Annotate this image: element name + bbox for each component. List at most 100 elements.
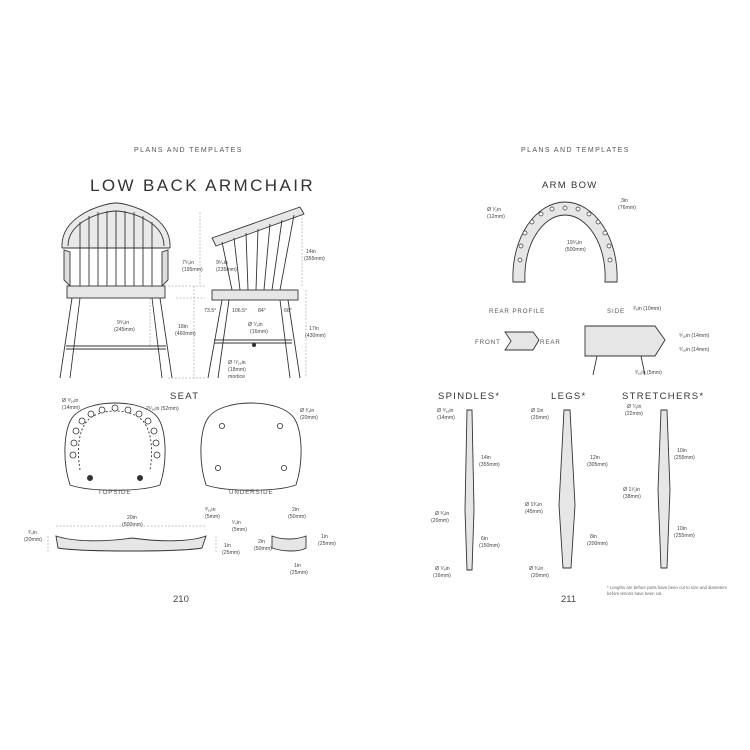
dim-leg-height: 17in: [309, 326, 319, 332]
dim-side-front: 2in: [258, 539, 265, 545]
rear-profile: [504, 331, 540, 351]
spindles-title: SPINDLES*: [438, 391, 501, 402]
dim-bow-hole: Ø ¹⁄₂in: [487, 207, 501, 213]
dim-spindle-upper: 14in: [481, 455, 491, 461]
page-210: PLANS AND TEMPLATES LOW BACK ARMCHAIR SE…: [24, 147, 336, 605]
running-header: PLANS AND TEMPLATES: [134, 147, 243, 154]
dim-side-depth-mm: (25mm): [318, 541, 336, 547]
dim-back-height-mm: (195mm): [182, 267, 203, 273]
dim-bow-width-mm: (76mm): [618, 205, 636, 211]
dim-thickness: 1in: [224, 543, 231, 549]
seat-leg-holes: [214, 422, 287, 471]
dim-spindle-bottom-mm: (16mm): [433, 573, 451, 579]
dim-mortice-note: mortice: [228, 374, 245, 380]
dim-spindle-mid-mm: (20mm): [431, 518, 449, 524]
dim-spindle-hole: Ø ⁹⁄₁₆in: [62, 398, 79, 404]
seat-profile-front: [55, 535, 207, 552]
leg-part: [558, 409, 576, 569]
dim-spindle-top-mm: (14mm): [437, 415, 455, 421]
dim-spindle-mid: Ø ³⁄₄in: [435, 511, 449, 517]
dim-stretcher-mid: Ø 1¹⁄₂in: [623, 487, 640, 493]
left-drawings: 7⁵⁄₈in (195mm) 18in (460mm) 9⁵⁄₈in (245m…: [24, 202, 336, 576]
seat-underside: [200, 402, 302, 491]
dim-leg-bottom: Ø ³⁄₄in: [529, 566, 543, 572]
dim-side-top: ³⁄₈in (10mm): [633, 306, 662, 312]
dim-dish-depth: ³⁄₁₆in: [205, 507, 216, 513]
dim-stretcher-lower: 10in: [677, 526, 687, 532]
page-title: LOW BACK ARMCHAIR: [90, 176, 315, 195]
angle-2: 106.5°: [232, 308, 247, 314]
right-drawings: Ø ¹⁄₂in (12mm) 3in (76mm) 19⁵⁄₈in (500mm…: [431, 198, 710, 579]
dim-spindle-hole-mm: (14mm): [62, 405, 80, 411]
dim-leg-height-mm: (430mm): [305, 333, 326, 339]
rear-profile-title: REAR PROFILE: [489, 308, 546, 315]
dim-leg-lower: 8in: [590, 534, 597, 540]
rear-label: REAR: [540, 339, 561, 346]
dim-seat-height: 18in: [178, 324, 188, 330]
side-view-chair: [207, 206, 305, 379]
dim-mortice-dia: Ø ¹¹⁄₁₆in: [228, 360, 246, 366]
page-number: 211: [561, 594, 577, 605]
dim-leg-hole-mm: (20mm): [300, 415, 318, 421]
spindle-part: [464, 409, 475, 571]
seat-topside: [64, 402, 166, 491]
dim-stretcher-dia: Ø ⁵⁄₈in: [248, 322, 263, 328]
dim-leg-top-mm: (25mm): [531, 415, 549, 421]
dim-stretcher-end: Ø ⁷⁄₈in: [627, 404, 642, 410]
dim-arm-height-mm: (235mm): [216, 267, 237, 273]
angle-4: 66°: [284, 308, 292, 314]
dim-bow-length-mm: (500mm): [565, 247, 586, 253]
legs-title: LEGS*: [551, 391, 587, 402]
dim-side-width: 2in: [292, 507, 299, 513]
dim-edge-mm: (20mm): [24, 537, 42, 543]
dim-leg-top: Ø 1in: [531, 408, 544, 414]
dim-bow-hole-mm: (12mm): [487, 214, 505, 220]
dim-side-depth: 1in: [321, 534, 328, 540]
dim-stretcher-height-mm: (245mm): [114, 327, 135, 333]
dim-stretcher-height: 9⁵⁄₈in: [117, 320, 129, 326]
dim-stretcher-dia-mm: (16mm): [250, 329, 268, 335]
dim-bow-width: 3in: [621, 198, 628, 204]
dim-seat-width: 20in: [127, 515, 137, 521]
seat-spindle-holes: [69, 404, 161, 481]
dim-arm-height: 9¹⁄₄in: [216, 260, 228, 266]
dim-side-bottom: ³⁄₁₆in (5mm): [635, 370, 662, 376]
front-label: FRONT: [475, 339, 501, 346]
dim-side-bottom: 1in: [294, 563, 301, 569]
dim-bow-height-mm: (355mm): [304, 256, 325, 262]
dim-stretcher-end-mm: (22mm): [625, 411, 643, 417]
dim-side-front-mm: (50mm): [254, 546, 272, 552]
dim-edge: ³⁄₄in: [28, 530, 37, 536]
arm-bow-holes: [517, 205, 613, 263]
dim-bow-length: 19⁵⁄₈in: [567, 240, 582, 246]
dim-dish-depth-mm: (5mm): [205, 514, 220, 520]
dim-rim-mm: (5mm): [232, 527, 247, 533]
underside-label: UNDERSIDE: [229, 489, 274, 496]
running-header: PLANS AND TEMPLATES: [521, 147, 630, 154]
dim-back-height: 7⁵⁄₈in: [182, 260, 194, 266]
dim-rim: ¹⁄₄in: [232, 520, 241, 526]
dim-spindle-upper-mm: (355mm): [479, 462, 500, 468]
side-profile: [584, 325, 666, 376]
side-title: SIDE: [607, 308, 626, 315]
dim-side-upper: ⁹⁄₁₆in (14mm): [679, 333, 710, 339]
front-view-chair: [59, 202, 173, 379]
dim-stretcher-upper: 10in: [677, 448, 687, 454]
dim-stretcher-lower-mm: (255mm): [674, 533, 695, 539]
dim-mortice-dia-mm: (18mm): [228, 367, 246, 373]
dim-hole-spacing: 2¹⁄₁₆in (52mm): [146, 406, 179, 412]
dim-leg-lower-mm: (200mm): [587, 541, 608, 547]
stretcher-part: [657, 409, 671, 569]
dim-leg-bottom-mm: (20mm): [531, 573, 549, 579]
dim-stretcher-mid-mm: (38mm): [623, 494, 641, 500]
dim-leg-upper: 12in: [590, 455, 600, 461]
dim-leg-upper-mm: (305mm): [587, 462, 608, 468]
dim-seat-width-mm: (500mm): [122, 522, 143, 528]
angle-1: 73.5°: [204, 308, 216, 314]
arm-bow-title: ARM BOW: [542, 180, 598, 191]
topside-label: TOPSIDE: [98, 489, 132, 496]
dim-spindle-bottom: Ø ⁵⁄₈in: [435, 566, 450, 572]
dim-side-bottom-mm: (25mm): [290, 570, 308, 576]
dim-seat-height-mm: (460mm): [175, 331, 196, 337]
dim-thickness-mm: (25mm): [222, 550, 240, 556]
